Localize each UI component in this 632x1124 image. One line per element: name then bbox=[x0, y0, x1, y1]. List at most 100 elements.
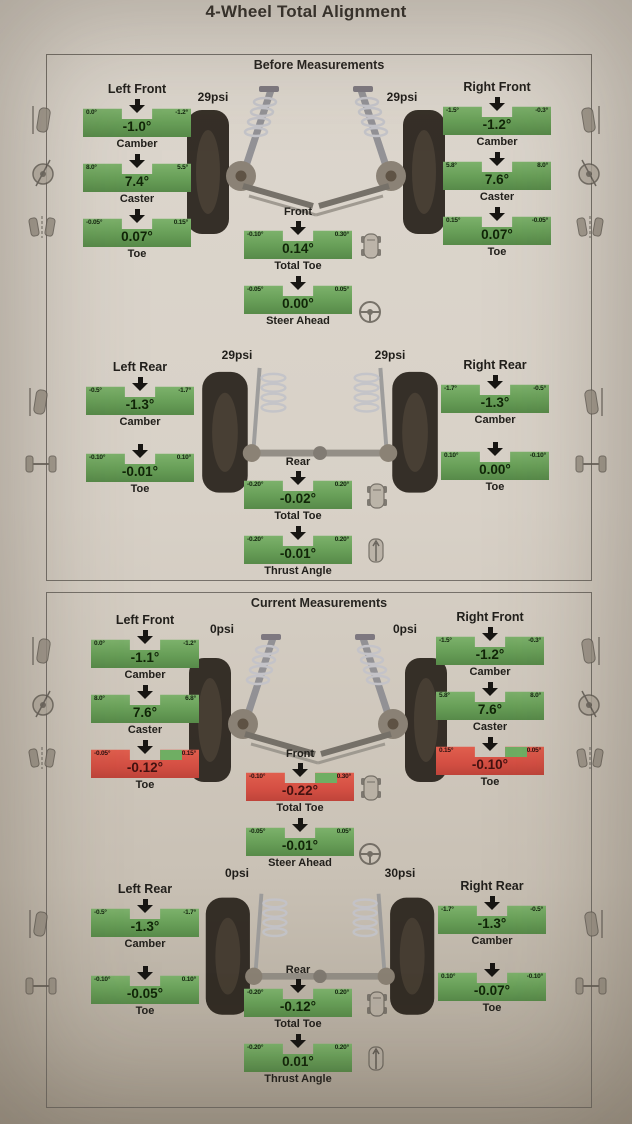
camber-icon bbox=[27, 908, 51, 940]
tire-pressure-label: 29psi bbox=[221, 348, 253, 362]
measured-value: -0.10° bbox=[471, 757, 509, 772]
spec-left-label: 0.10° bbox=[441, 973, 456, 980]
down-arrow-icon bbox=[484, 896, 500, 910]
spec-right-label: -0.10° bbox=[526, 973, 543, 980]
gauge-caption: Thrust Angle bbox=[264, 565, 332, 577]
thrust-arrow-icon bbox=[363, 535, 389, 565]
spec-right-label: -0.3° bbox=[528, 637, 541, 644]
down-arrow-icon bbox=[290, 276, 306, 290]
current-measurements-panel: Current Measurements bbox=[46, 592, 592, 1108]
measured-value: 7.6° bbox=[484, 172, 510, 187]
down-arrow-icon bbox=[132, 444, 148, 458]
measured-value: -1.2° bbox=[475, 647, 505, 662]
steering-wheel-icon bbox=[357, 841, 383, 867]
tire-pressure-label: 29psi bbox=[374, 348, 406, 362]
steering-wheel-icon bbox=[357, 299, 383, 325]
toe-icon bbox=[575, 214, 605, 240]
in-spec-zone bbox=[153, 750, 182, 760]
gauge-caption: Camber bbox=[469, 666, 511, 678]
gauge-caption: Camber bbox=[476, 136, 518, 148]
before-panel-title: Before Measurements bbox=[253, 58, 385, 72]
tire-pressure-label: 0psi bbox=[392, 622, 417, 636]
measured-value: 7.6° bbox=[132, 705, 158, 720]
spec-left-label: -0.20° bbox=[247, 536, 264, 543]
down-arrow-icon bbox=[482, 737, 498, 751]
gauge-caption: Toe bbox=[487, 246, 507, 258]
down-arrow-icon bbox=[137, 630, 153, 644]
in-spec-zone bbox=[308, 773, 337, 783]
before-left-rear-measurements: Left Rear -0.5° -1.7° -1.3° Camber -0.10… bbox=[65, 360, 215, 497]
toe-icon bbox=[575, 745, 605, 771]
gauge-caption: Toe bbox=[482, 1002, 502, 1014]
measured-value: -1.3° bbox=[130, 919, 160, 934]
measured-value: -0.12° bbox=[126, 760, 164, 775]
before-front-center-measurements: Front -0.10° 0.30° 0.14° Total Toe -0.05… bbox=[233, 205, 363, 329]
spec-left-label: -0.5° bbox=[89, 387, 102, 394]
down-arrow-icon bbox=[137, 966, 153, 980]
gauge-caption: Camber bbox=[474, 414, 516, 426]
down-arrow-icon bbox=[487, 442, 503, 456]
vehicle-top-icon bbox=[364, 989, 390, 1019]
camber-icon bbox=[581, 386, 605, 418]
down-arrow-icon bbox=[137, 740, 153, 754]
spec-left-label: -0.20° bbox=[247, 1044, 264, 1051]
spec-right-label: 0.05° bbox=[334, 286, 349, 293]
spec-right-label: 0.20° bbox=[334, 481, 349, 488]
spec-left-label: -1.5° bbox=[446, 107, 459, 114]
tire-pressure-label: 0psi bbox=[224, 866, 249, 880]
measured-value: -0.12° bbox=[279, 999, 317, 1014]
measured-value: -0.01° bbox=[279, 546, 317, 561]
toe-gauge: 0.15° -0.05° -0.10° bbox=[436, 746, 544, 775]
gauge-caption: Steer Ahead bbox=[266, 315, 330, 327]
spec-left-label: 8.0° bbox=[94, 695, 105, 702]
wheel-position-label: Left Rear bbox=[117, 882, 173, 896]
measured-value: -1.1° bbox=[130, 650, 160, 665]
current-front-center-measurements: Front -0.10° 0.30° -0.22° Total Toe -0.0… bbox=[235, 747, 365, 871]
tire-pressure-label: 0psi bbox=[209, 622, 234, 636]
vehicle-top-icon bbox=[358, 773, 384, 803]
spec-right-label: 0.10° bbox=[181, 976, 196, 983]
gauge-caption: Caster bbox=[127, 724, 163, 736]
current-panel-title: Current Measurements bbox=[250, 596, 388, 610]
measured-value: -0.01° bbox=[121, 464, 159, 479]
spec-right-label: 5.5° bbox=[177, 164, 188, 171]
spec-right-label: 0.10° bbox=[176, 454, 191, 461]
wheel-position-label: Left Rear bbox=[112, 360, 168, 374]
spec-left-label: -1.5° bbox=[439, 637, 452, 644]
spec-left-label: -1.7° bbox=[441, 906, 454, 913]
spec-left-label: 5.8° bbox=[439, 692, 450, 699]
spec-right-label: 8.0° bbox=[530, 692, 541, 699]
camber-icon bbox=[578, 104, 602, 136]
spec-left-label: -0.05° bbox=[247, 286, 264, 293]
down-arrow-icon bbox=[129, 209, 145, 223]
measured-value: -0.05° bbox=[126, 986, 164, 1001]
down-arrow-icon bbox=[290, 471, 306, 485]
spec-left-label: -0.10° bbox=[249, 773, 266, 780]
spec-right-label: -0.10° bbox=[529, 452, 546, 459]
spec-left-label: -0.5° bbox=[94, 909, 107, 916]
spec-right-label: -1.7° bbox=[178, 387, 191, 394]
wheel-position-label: Right Front bbox=[463, 80, 531, 94]
gauge-caption: Caster bbox=[472, 721, 508, 733]
down-arrow-icon bbox=[132, 377, 148, 391]
spec-left-label: -0.05° bbox=[94, 750, 111, 757]
spec-left-label: 8.0° bbox=[86, 164, 97, 171]
spec-right-label: -0.3° bbox=[535, 107, 548, 114]
gauge-caption: Toe bbox=[485, 481, 505, 493]
tire-pressure-label: 30psi bbox=[384, 866, 416, 880]
gauge-caption: Toe bbox=[135, 1005, 155, 1017]
measured-value: 7.4° bbox=[124, 174, 150, 189]
down-arrow-icon bbox=[129, 99, 145, 113]
spec-left-label: 0.0° bbox=[94, 640, 105, 647]
gauge-caption: Camber bbox=[124, 938, 166, 950]
spec-left-label: -0.05° bbox=[249, 828, 266, 835]
axle-top-icon bbox=[574, 974, 608, 998]
gauge-caption: Camber bbox=[471, 935, 513, 947]
down-arrow-icon bbox=[489, 207, 505, 221]
down-arrow-icon bbox=[489, 97, 505, 111]
axle-label: Rear bbox=[285, 964, 311, 976]
spec-right-label: 8.0° bbox=[537, 162, 548, 169]
current-right-front-measurements: Right Front -1.5° -0.3° -1.2° Camber 5.8… bbox=[415, 610, 565, 790]
down-arrow-icon bbox=[489, 152, 505, 166]
spec-right-label: 0.30° bbox=[334, 231, 349, 238]
